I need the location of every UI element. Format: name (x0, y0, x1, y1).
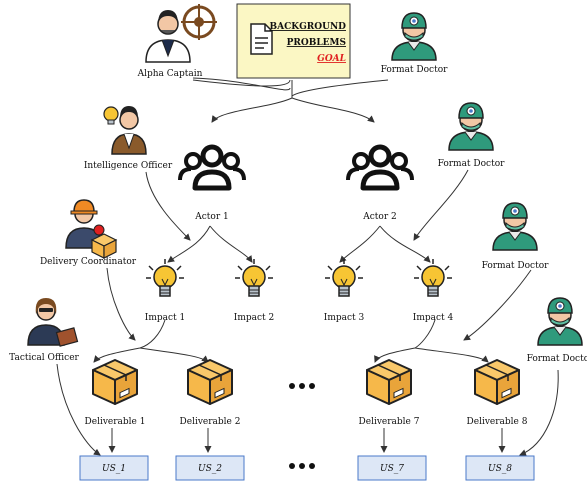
ellipsis-user-stories (289, 463, 315, 469)
intelligence-officer-avatar (103, 106, 147, 155)
note-line-background: BACKGROUND (270, 22, 347, 32)
deliverable-7-box-icon (366, 359, 412, 405)
format-doctor-label-3: Format Doctor (482, 261, 550, 271)
deliverable-8-box-icon (474, 359, 520, 405)
user-story-us-1: US_1 (79, 455, 149, 481)
deliverable-2-box-icon (187, 359, 233, 405)
deliverable-7-label: Deliverable 7 (359, 417, 420, 427)
background-note: BACKGROUND PROBLEMS GOAL (236, 3, 351, 79)
format-doctor-label-4: Format Doctor (527, 354, 587, 364)
alpha-captain-label: Alpha Captain (137, 69, 203, 79)
format-doctor-avatar-3 (492, 202, 538, 251)
impact-4-bulb-icon (413, 258, 453, 297)
delivery-coordinator-label: Delivery Coordinator (40, 257, 137, 267)
user-story-us-7-label: US_7 (380, 464, 404, 474)
user-story-us-2-label: US_2 (198, 464, 222, 474)
ellipsis-deliverables (289, 383, 315, 389)
impact-1-label: Impact 1 (145, 313, 185, 323)
connector-arrows (56, 77, 559, 457)
actor-1-icon (180, 147, 244, 188)
deliverable-2-label: Deliverable 2 (180, 417, 241, 427)
tactical-officer-label: Tactical Officer (9, 353, 79, 363)
impact-1-bulb-icon (145, 258, 185, 297)
actor-2-icon (348, 147, 412, 188)
deliverable-1-label: Deliverable 1 (85, 417, 146, 427)
user-story-us-7: US_7 (357, 455, 427, 481)
note-line-goal: GOAL (317, 54, 346, 64)
deliverable-1-box-icon (92, 359, 138, 405)
user-story-us-8-label: US_8 (488, 464, 512, 474)
user-story-us-2: US_2 (175, 455, 245, 481)
impact-3-bulb-icon (324, 258, 364, 297)
impact-2-bulb-icon (234, 258, 274, 297)
impact-3-label: Impact 3 (324, 313, 365, 323)
impact-2-label: Impact 2 (234, 313, 274, 323)
note-line-problems: PROBLEMS (287, 38, 346, 48)
intelligence-officer-label: Intelligence Officer (84, 161, 173, 171)
delivery-coordinator-avatar (65, 199, 118, 259)
format-doctor-avatar-2 (448, 102, 494, 151)
actor-1-label: Actor 1 (194, 212, 228, 222)
format-doctor-avatar-4 (537, 297, 583, 346)
user-story-us-8: US_8 (465, 455, 535, 481)
impact-4-label: Impact 4 (413, 313, 454, 323)
alpha-captain-avatar (145, 4, 217, 63)
document-icon (250, 23, 273, 55)
user-story-us-1-label: US_1 (102, 464, 126, 474)
format-doctor-label-1: Format Doctor (381, 65, 449, 75)
format-doctor-label-2: Format Doctor (438, 159, 506, 169)
tactical-officer-avatar (27, 298, 79, 347)
format-doctor-avatar-1 (391, 12, 437, 61)
deliverable-8-label: Deliverable 8 (467, 417, 528, 427)
actor-2-label: Actor 2 (362, 212, 396, 222)
